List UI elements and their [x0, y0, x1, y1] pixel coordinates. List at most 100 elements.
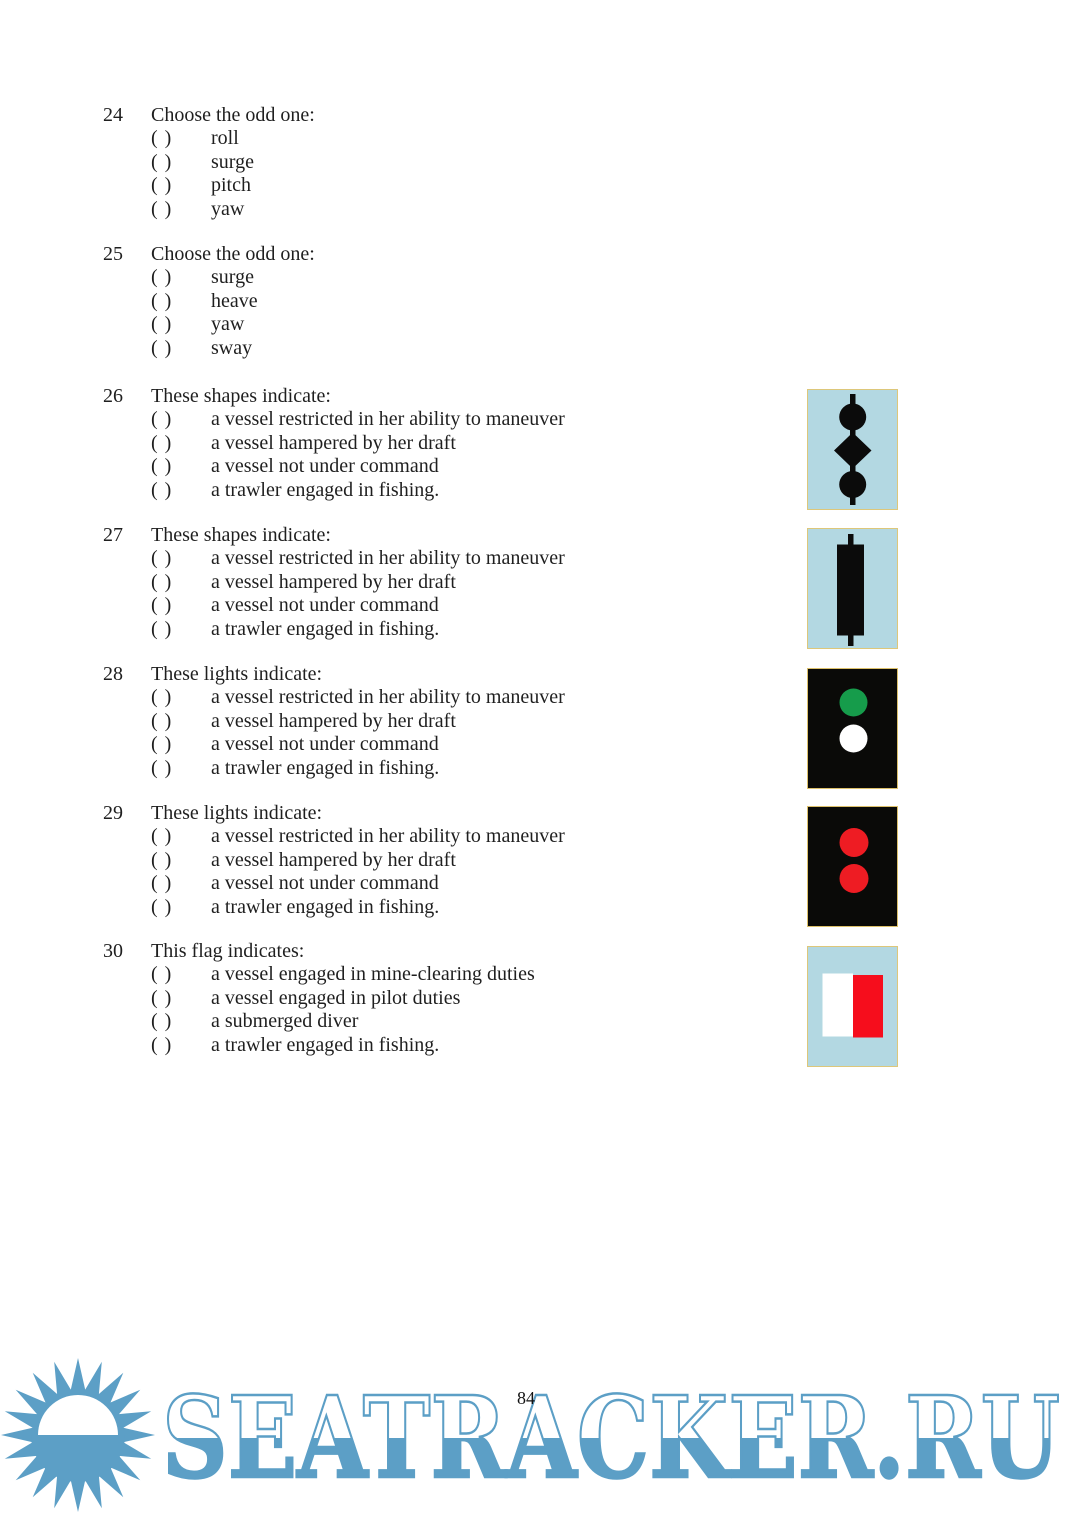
option-text: a trawler engaged in fishing. [211, 1033, 440, 1056]
option-row: ( ) surge [0, 266, 790, 289]
option-row: ( ) a trawler engaged in fishing. [0, 1034, 790, 1057]
option-checkbox: ( ) [151, 1010, 173, 1033]
option-text: a vessel not under command [211, 455, 439, 478]
question-number: 27 [103, 524, 123, 546]
option-text: a trawler engaged in fishing. [211, 478, 440, 501]
option-checkbox: ( ) [151, 570, 173, 593]
option-checkbox: ( ) [151, 709, 173, 732]
option-row: ( ) yaw [0, 198, 790, 221]
watermark-text: SEATRACKER.RU [162, 1380, 1060, 1495]
question-title: These shapes indicate: [151, 385, 331, 407]
question-30: 30 This flag indicates: ( ) a vessel eng… [0, 940, 790, 1057]
question-title: Choose the odd one: [151, 243, 315, 265]
option-checkbox: ( ) [151, 127, 173, 150]
question-number: 25 [103, 243, 123, 265]
question-title: These lights indicate: [151, 802, 323, 824]
option-row: ( ) a trawler engaged in fishing. [0, 479, 790, 502]
option-row: ( ) a vessel not under command [0, 872, 790, 895]
option-row: ( ) a vessel restricted in her ability t… [0, 825, 790, 848]
option-checkbox: ( ) [151, 686, 173, 709]
option-text: a vessel restricted in her ability to ma… [211, 825, 565, 848]
option-checkbox: ( ) [151, 266, 173, 289]
ball-shape-bottom [839, 471, 867, 498]
option-text: a submerged diver [211, 1010, 359, 1033]
option-row: ( ) a vessel hampered by her draft [0, 432, 790, 455]
option-checkbox: ( ) [151, 313, 173, 336]
option-checkbox: ( ) [151, 455, 173, 478]
option-checkbox: ( ) [151, 478, 173, 501]
option-text: surge [211, 150, 254, 173]
day-shape-cylinder-image [807, 528, 898, 649]
option-row: ( ) yaw [0, 313, 790, 336]
option-row: ( ) a vessel hampered by her draft [0, 710, 790, 733]
option-checkbox: ( ) [151, 963, 173, 986]
option-text: a vessel not under command [211, 594, 439, 617]
option-checkbox: ( ) [151, 431, 173, 454]
option-row: ( ) surge [0, 151, 790, 174]
option-checkbox: ( ) [151, 872, 173, 895]
sun-upper-dome [38, 1395, 118, 1435]
option-text: a vessel hampered by her draft [211, 431, 456, 454]
option-text: yaw [211, 313, 245, 336]
question-28: 28 These lights indicate: ( ) a vessel r… [0, 663, 790, 780]
question-title: These shapes indicate: [151, 524, 331, 546]
option-text: surge [211, 266, 254, 289]
option-row: ( ) a vessel hampered by her draft [0, 571, 790, 594]
ball-shape-top [839, 403, 867, 431]
option-row: ( ) a trawler engaged in fishing. [0, 618, 790, 641]
question-number: 24 [103, 104, 123, 126]
option-row: ( ) a vessel hampered by her draft [0, 849, 790, 872]
option-checkbox: ( ) [151, 825, 173, 848]
option-checkbox: ( ) [151, 895, 173, 918]
cylinder-shape [837, 544, 864, 636]
sun-lower-half [31, 1435, 125, 1482]
page-number: 84 [517, 1388, 535, 1408]
red-light-bottom [839, 864, 869, 893]
option-checkbox: ( ) [151, 336, 173, 359]
flag-red-half [853, 975, 883, 1038]
question-header: 30 This flag indicates: [0, 940, 790, 963]
option-text: a vessel engaged in mine-clearing duties [211, 963, 535, 986]
option-text: a trawler engaged in fishing. [211, 895, 440, 918]
option-checkbox: ( ) [151, 174, 173, 197]
red-light-top [839, 828, 869, 857]
green-light [839, 688, 868, 717]
option-checkbox: ( ) [151, 197, 173, 220]
option-row: ( ) a vessel restricted in her ability t… [0, 686, 790, 709]
option-checkbox: ( ) [151, 289, 173, 312]
option-text: a trawler engaged in fishing. [211, 756, 440, 779]
option-row: ( ) a vessel engaged in mine-clearing du… [0, 963, 790, 986]
option-text: a vessel hampered by her draft [211, 570, 456, 593]
option-text: a vessel hampered by her draft [211, 709, 456, 732]
option-checkbox: ( ) [151, 150, 173, 173]
question-29: 29 These lights indicate: ( ) a vessel r… [0, 802, 790, 919]
option-text: a vessel restricted in her ability to ma… [211, 408, 565, 431]
question-header: 25 Choose the odd one: [0, 243, 790, 266]
option-checkbox: ( ) [151, 733, 173, 756]
option-checkbox: ( ) [151, 1033, 173, 1056]
question-header: 27 These shapes indicate: [0, 524, 790, 547]
question-title: This flag indicates: [151, 940, 305, 962]
question-header: 29 These lights indicate: [0, 802, 790, 825]
option-text: yaw [211, 197, 245, 220]
question-25: 25 Choose the odd one: ( ) surge ( ) hea… [0, 243, 790, 360]
question-number: 26 [103, 385, 123, 407]
sun-logo-icon [1, 1358, 155, 1512]
question-number: 30 [103, 940, 123, 962]
option-row: ( ) sway [0, 337, 790, 360]
option-row: ( ) heave [0, 290, 790, 313]
option-checkbox: ( ) [151, 594, 173, 617]
option-text: a vessel engaged in pilot duties [211, 986, 461, 1009]
question-header: 24 Choose the odd one: [0, 104, 790, 127]
option-text: a vessel not under command [211, 872, 439, 895]
white-light [839, 724, 868, 753]
option-row: ( ) a vessel engaged in pilot duties [0, 987, 790, 1010]
question-24: 24 Choose the odd one: ( ) roll ( ) surg… [0, 104, 790, 221]
option-text: a vessel restricted in her ability to ma… [211, 686, 565, 709]
option-text: a vessel restricted in her ability to ma… [211, 547, 565, 570]
diamond-shape [834, 432, 872, 469]
option-row: ( ) a vessel restricted in her ability t… [0, 408, 790, 431]
question-27: 27 These shapes indicate: ( ) a vessel r… [0, 524, 790, 641]
option-row: ( ) a vessel not under command [0, 594, 790, 617]
option-text: a vessel hampered by her draft [211, 848, 456, 871]
